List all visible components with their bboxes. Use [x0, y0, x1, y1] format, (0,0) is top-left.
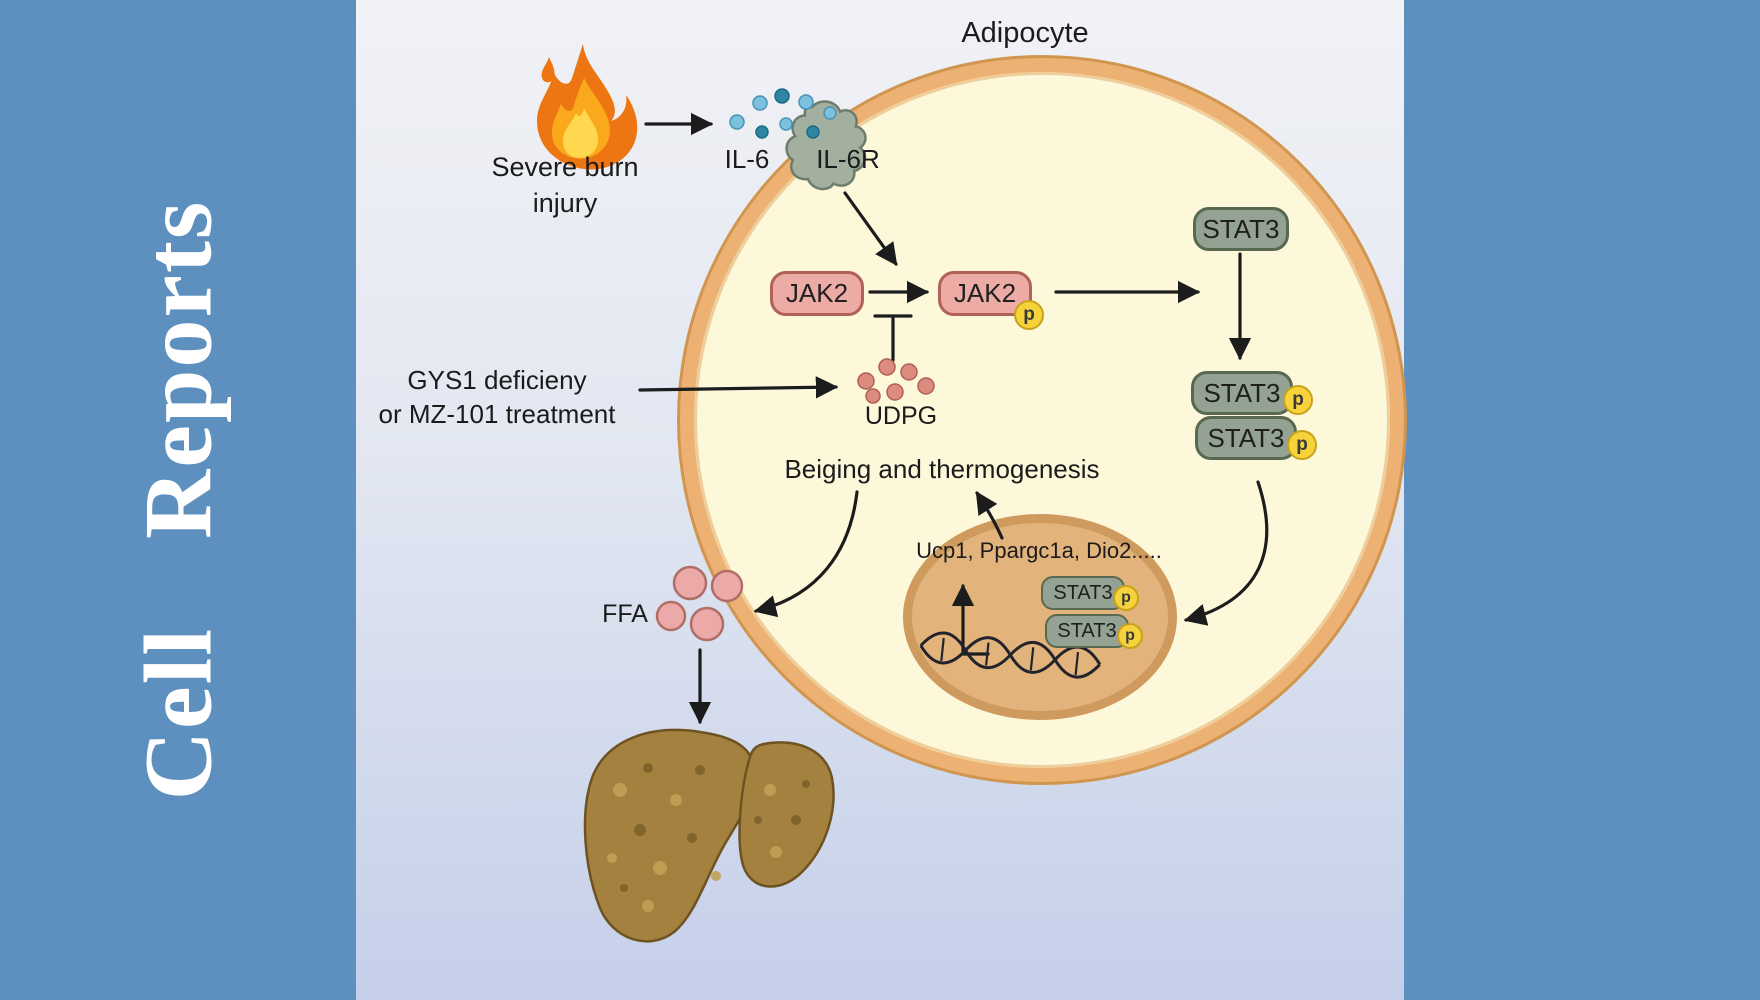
ffa-label: FFA — [602, 600, 648, 628]
il6r-label: IL-6R — [816, 144, 880, 174]
udpg-label: UDPG — [864, 402, 938, 430]
phospho-badge-jak2: p — [1014, 300, 1044, 330]
stat3-pill: STAT3 — [1193, 207, 1289, 251]
intervention-label: GYS1 deficieny or MZ-101 treatment — [378, 365, 616, 430]
journal-sidebar: Cell Reports — [0, 0, 356, 1000]
stat3-dimer-pill-2: STAT3 — [1195, 416, 1297, 460]
phospho-badge-dimer-1: p — [1283, 385, 1313, 415]
nucleus-stat3-pill-1: STAT3 — [1041, 576, 1125, 610]
severe-burn-label: Severe burn injury — [491, 152, 639, 218]
phospho-badge-nucleus-2: p — [1117, 623, 1143, 649]
beiging-label: Beiging and thermogenesis — [784, 454, 1100, 484]
journal-title: Cell Reports — [124, 199, 232, 801]
phospho-badge-nucleus-1: p — [1113, 585, 1139, 611]
jak2-pill: JAK2 — [770, 271, 864, 316]
right-margin-band — [1404, 0, 1760, 1000]
il6-label: IL-6 — [724, 144, 770, 174]
phospho-badge-dimer-2: p — [1287, 430, 1317, 460]
nucleus-stat3-pill-2: STAT3 — [1045, 614, 1129, 648]
genes-label: Ucp1, Ppargc1a, Dio2..... — [916, 538, 1162, 563]
stat3-dimer-pill-1: STAT3 — [1191, 371, 1293, 415]
adipocyte-label: Adipocyte — [961, 17, 1089, 49]
